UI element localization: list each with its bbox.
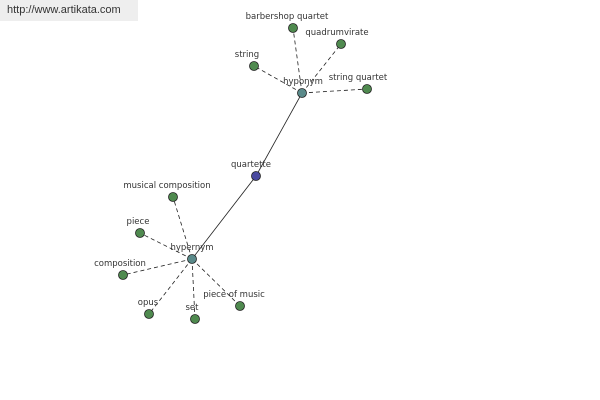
edge-hyponym-string	[253, 65, 303, 94]
leaf-quadrumvirate-label: quadrumvirate	[305, 28, 368, 38]
leaf-string-label: string	[235, 50, 259, 60]
hypernym-hub-label: hypernym	[170, 243, 213, 253]
leaf-barbershop-quartet-label: barbershop quartet	[246, 12, 329, 22]
leaf-piece-of-music-label: piece of music	[203, 290, 265, 300]
leaf-piece-node[interactable]	[135, 228, 145, 238]
leaf-piece-label: piece	[127, 217, 150, 227]
edge-hypernym-musical-composition	[172, 196, 193, 260]
leaf-string-quartet-label: string quartet	[329, 73, 388, 83]
hyponym-hub-label: hyponym	[283, 77, 323, 87]
edge-hyponym-barbershop-quartet	[292, 27, 303, 94]
leaf-string-quartet-node[interactable]	[362, 84, 372, 94]
edge-hypernym-opus	[148, 258, 193, 315]
leaf-string-node[interactable]	[249, 61, 259, 71]
watermark: http://www.artikata.com	[0, 0, 138, 21]
quartette-center-node[interactable]	[251, 171, 261, 181]
hyponym-hub-node[interactable]	[297, 88, 307, 98]
edge-center-hyponym	[255, 92, 303, 177]
leaf-set-label: set	[186, 303, 200, 313]
leaf-barbershop-quartet-node[interactable]	[288, 23, 298, 33]
leaf-piece-of-music-node[interactable]	[235, 301, 245, 311]
edge-hypernym-piece	[139, 232, 193, 260]
leaf-musical-composition-node[interactable]	[168, 192, 178, 202]
edge-hyponym-string-quartet	[301, 88, 368, 94]
edge-center-hypernym	[191, 175, 257, 260]
edge-hypernym-set	[191, 258, 196, 320]
leaf-musical-composition-label: musical composition	[123, 181, 210, 191]
edge-hypernym-composition	[122, 258, 193, 276]
leaf-quadrumvirate-node[interactable]	[336, 39, 346, 49]
quartette-center-label: quartette	[231, 160, 271, 170]
leaf-composition-node[interactable]	[118, 270, 128, 280]
edge-hyponym-quadrumvirate	[301, 43, 342, 94]
leaf-opus-node[interactable]	[144, 309, 154, 319]
leaf-set-node[interactable]	[190, 314, 200, 324]
leaf-opus-label: opus	[138, 298, 159, 308]
leaf-composition-label: composition	[94, 259, 146, 269]
hypernym-hub-node[interactable]	[187, 254, 197, 264]
